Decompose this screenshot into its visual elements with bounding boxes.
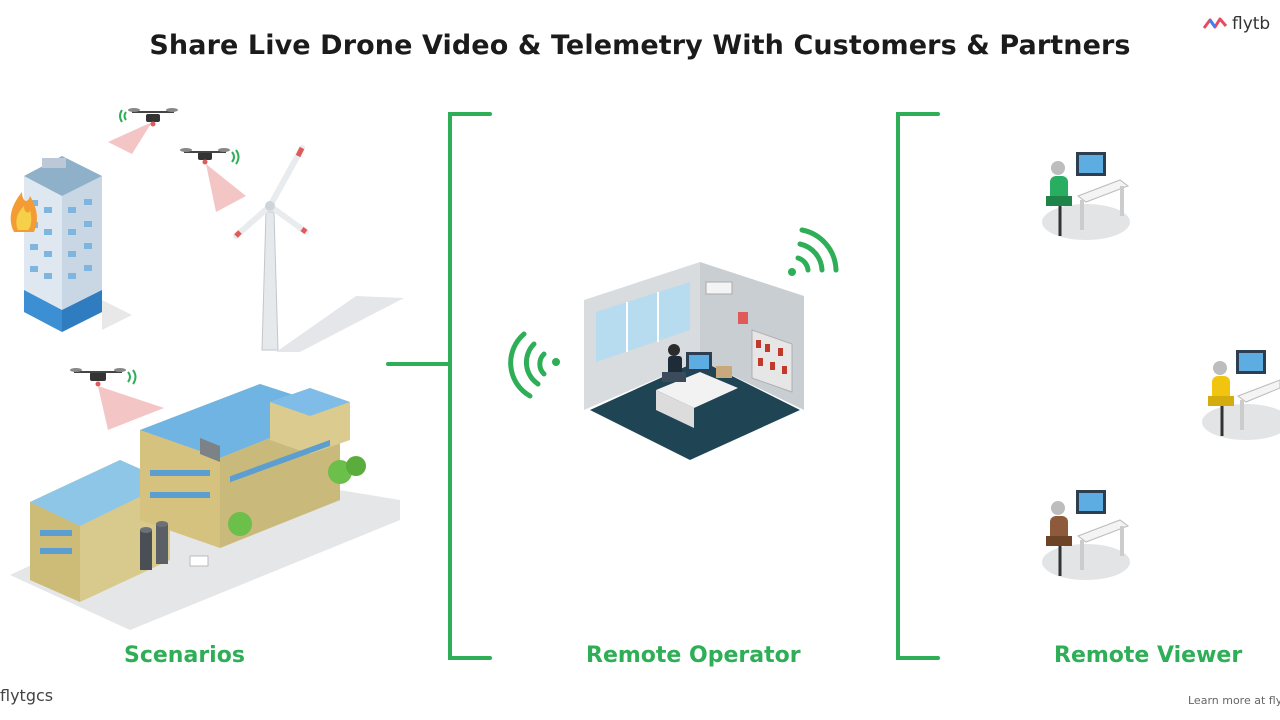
industrial-complex-icon xyxy=(10,384,400,630)
brand-text: flytb xyxy=(1232,14,1271,34)
brand-logo-icon xyxy=(1202,17,1228,29)
drone-icon xyxy=(70,368,164,430)
wind-turbine-icon xyxy=(233,145,404,352)
fire-icon xyxy=(10,192,37,232)
page-title: Share Live Drone Video & Telemetry With … xyxy=(149,30,1131,61)
wifi-signal-icon xyxy=(508,331,560,399)
label-remote-viewer: Remote Viewer xyxy=(1054,643,1243,668)
wifi-signal-icon xyxy=(788,227,839,276)
burning-building-icon xyxy=(24,156,132,332)
viewer-workstation-icon xyxy=(1042,490,1130,580)
brand-logo: flytb xyxy=(1202,14,1280,34)
drone-icon xyxy=(108,108,178,154)
label-remote-operator: Remote Operator xyxy=(586,643,801,668)
viewer-workstation-icon xyxy=(1202,350,1280,440)
footer-logo: flytgcs xyxy=(0,686,54,705)
footer-learn-more: Learn more at flyt xyxy=(1188,694,1280,707)
label-scenarios: Scenarios xyxy=(124,643,245,668)
viewer-workstation-icon xyxy=(1042,152,1130,240)
connector-lines xyxy=(386,112,940,660)
office-room-icon xyxy=(584,262,804,460)
drone-icon xyxy=(180,148,246,212)
